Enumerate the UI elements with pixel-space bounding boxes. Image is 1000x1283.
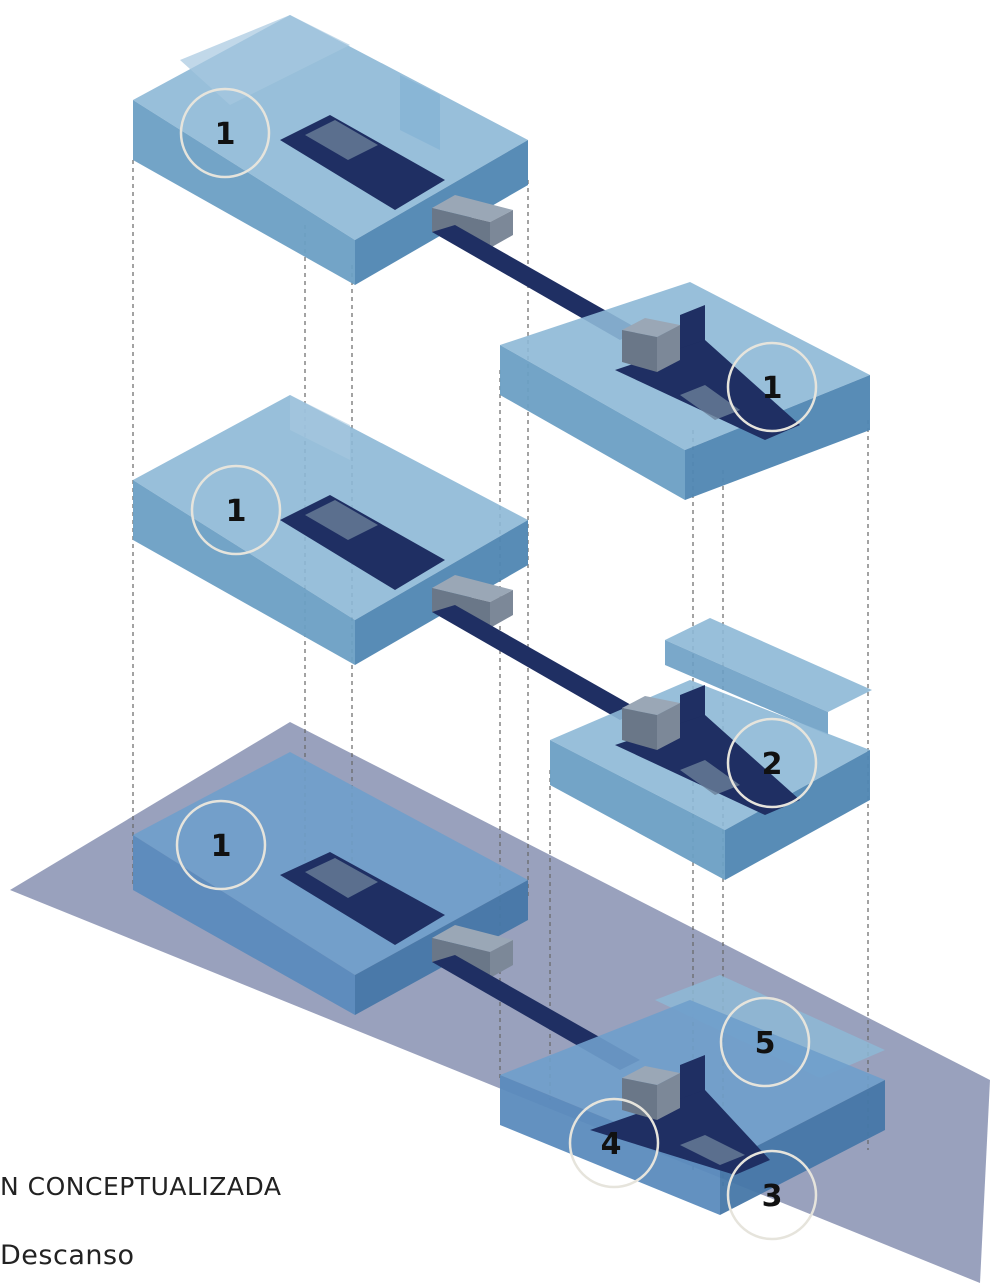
top-level-right-block: [500, 282, 870, 500]
zone-label-top-right: 1: [762, 371, 783, 406]
zone-label-top-left: 1: [215, 117, 236, 152]
zone-label-ground-3: 3: [762, 1179, 783, 1214]
middle-level-right-block: [550, 618, 872, 880]
legend-item-descanso: Descanso: [0, 1240, 135, 1271]
zone-label-middle-right: 2: [762, 747, 783, 782]
diagram-caption-title: N CONCEPTUALIZADA: [0, 1172, 281, 1201]
zone-label-ground-4: 4: [601, 1127, 622, 1162]
middle-right-core-box: [622, 696, 680, 750]
middle-bridge: [432, 605, 640, 720]
zone-label-ground-left: 1: [211, 829, 232, 864]
zone-label-middle-left: 1: [226, 494, 247, 529]
ground-right-core-box: [622, 1066, 680, 1120]
zone-label-ground-5: 5: [755, 1026, 776, 1061]
top-right-core-box: [622, 318, 680, 372]
